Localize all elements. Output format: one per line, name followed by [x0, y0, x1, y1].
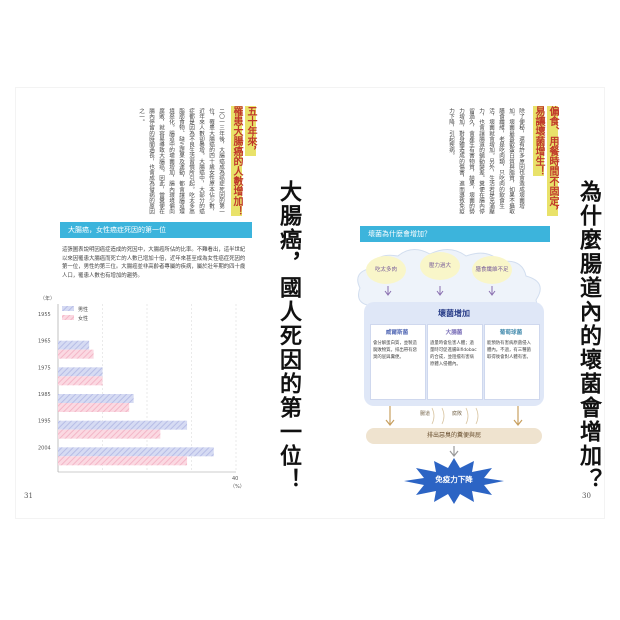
bar-female-1975 — [58, 376, 103, 386]
bacterium-card-coli — [427, 324, 483, 400]
bar-female-1965 — [58, 349, 94, 359]
left-page-number: 31 — [24, 492, 33, 500]
bar-female-1995 — [58, 429, 161, 439]
burst-label: 免疫力下降 — [435, 475, 473, 484]
legend-swatch-female — [62, 315, 74, 320]
bar-female-1985 — [58, 403, 130, 412]
arrow-down-icon — [436, 286, 444, 296]
arrow-down-icon — [488, 286, 496, 296]
category-label: 1995 — [38, 419, 51, 425]
category-label: 1975 — [38, 365, 51, 371]
x-tick-label: 40 — [232, 476, 238, 482]
category-label: 1965 — [38, 339, 51, 345]
bacterium-name: 大腸菌 — [445, 330, 463, 336]
right-page-title: 為什麼腸道內的壞菌會增加？ — [576, 180, 601, 492]
bad-bacteria-title: 壞菌增加 — [438, 309, 470, 318]
cause-arrows — [384, 286, 496, 296]
right-page-number: 30 — [582, 492, 591, 500]
right-page: 為什麼腸道內的壞菌會增加？ 偏食、用餐時間不固定， 易讓壞菌增生！ 除了便秘，還… — [310, 88, 604, 518]
odor-wave-icon — [431, 407, 479, 425]
bacterium-card-staph — [484, 324, 540, 400]
bacterium-name: 威爾斯菌 — [385, 330, 409, 336]
left-page-title: 大腸癌，國人死因的第一位！ — [276, 180, 301, 492]
left-page: 大腸癌，國人死因的第一位！ 五十年來， 罹患大腸癌的人數增加！ 二〇一三年後，大… — [16, 88, 310, 518]
left-paragraph: 這張圖表說明因癌症造成的死因中，大腸癌所佔的比率。不難看出，這半世紀以來因罹患大… — [62, 247, 246, 279]
left-page-subtitle-1: 五十年來， — [245, 106, 256, 156]
effect-label-rot: 腐敗 — [452, 411, 463, 417]
bar-male-1985 — [58, 394, 134, 403]
cause-stress: 壓力過大 — [420, 252, 460, 280]
bar-male-1965 — [58, 340, 90, 350]
category-label: 2004 — [38, 445, 51, 451]
left-page-subtitle-2: 罹患大腸癌的人數增加！ — [231, 106, 242, 216]
x-unit-label: （%） — [230, 484, 245, 490]
category-label: 1985 — [38, 392, 51, 398]
arrow-down-icon — [513, 406, 523, 426]
arrow-down-icon — [384, 286, 392, 296]
bar-male-2004 — [58, 447, 214, 457]
effect-label-intestine: 腸道 — [420, 411, 431, 417]
cause-too-much-meat: 吃太多肉 — [366, 256, 406, 284]
bacterium-card-welchii — [370, 324, 426, 400]
right-section-heading: 壞菌為什麼會增加？ — [360, 226, 550, 242]
stool-box: 排出惡臭的糞便與屁 — [366, 428, 542, 444]
right-page-subtitle-2: 易讓壞菌增生！ — [533, 106, 544, 176]
legend-label-female: 女性 — [78, 315, 88, 322]
bar-male-1995 — [58, 420, 188, 430]
book-spread: 大腸癌，國人死因的第一位！ 五十年來， 罹患大腸癌的人數增加！ 二〇一三年後，大… — [16, 88, 604, 518]
bar-female-2004 — [58, 456, 188, 466]
right-page-subtitle-1: 偏食、用餐時間不固定， — [547, 106, 558, 216]
right-page-body: 除了便秘，還有許多原因也會造成壞菌增加。壞菌最喜歡蛋白質與脂質，如果不攝取膳食纖… — [448, 108, 524, 215]
cause-low-fiber: 膳食纖維不足 — [472, 256, 512, 284]
left-section-heading: 大腸癌，女性癌症死因的第一位 — [60, 222, 252, 238]
y-unit-label: （年） — [40, 295, 55, 302]
bacterium-desc: 能預防有害病原菌侵入體內。不過，有三種菌取得後會對人體有害。 — [487, 341, 531, 360]
arrow-down-icon — [385, 406, 395, 426]
bacterium-name: 葡萄球菌 — [499, 330, 523, 336]
legend-swatch-male — [62, 306, 74, 311]
effect-arrows — [385, 406, 523, 426]
category-label: 1955 — [38, 312, 51, 318]
bacterium-desc: 會分解蛋白質，並製造腐敗物質。排出帶有惡臭的屁與糞便。 — [373, 341, 417, 360]
arrow-down-icon — [449, 446, 459, 457]
bacterium-desc: 過量時會危害人體；過量時可促進腸Bifidobac的合成，並阻擋有害病原體入侵體… — [430, 341, 477, 367]
burst-shape — [404, 458, 504, 504]
left-page-body: 二〇一三年後，大腸癌成為癌症死因的第一位，罹患大腸癌的四十歲女性原本佔少數，近年… — [138, 108, 224, 215]
bar-male-1975 — [58, 367, 103, 377]
legend-label-male: 男性 — [78, 306, 88, 313]
